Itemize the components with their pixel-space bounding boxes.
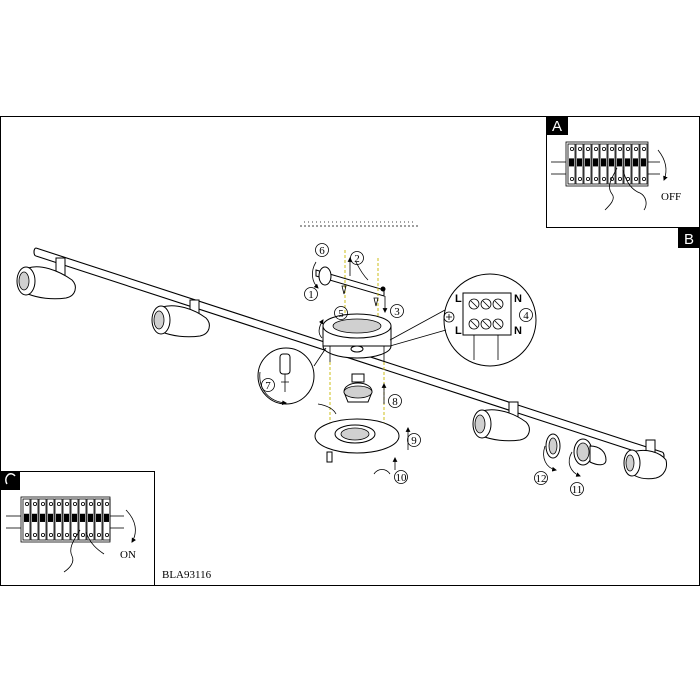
terminal-screw (480, 298, 492, 310)
breaker-box-off (551, 141, 660, 187)
panel-a-tab (546, 116, 568, 135)
svg-text:8: 8 (392, 396, 398, 408)
terminal-block-zoom: L N L N (389, 273, 537, 367)
terminal-label-n-bottom: N (514, 325, 522, 337)
callout-1: 1 (304, 287, 318, 301)
terminal-screw (468, 298, 480, 310)
breaker-module (623, 143, 632, 185)
svg-text:7: 7 (265, 380, 271, 392)
rotate-arrow-icon (657, 149, 668, 181)
spotlight-4 (623, 439, 667, 480)
callout-11: 11 (570, 482, 584, 496)
breaker-module (639, 143, 648, 185)
ceiling-canopy (322, 313, 392, 440)
spotlight-3 (472, 401, 530, 442)
callout-3: 3 (390, 304, 404, 318)
callout-6: 6 (315, 243, 329, 257)
assembly-arrows (312, 257, 411, 475)
callout-10: 10 (394, 470, 408, 484)
terminal-screw (468, 318, 480, 330)
panel-a-tab-label: A (552, 118, 562, 135)
terminal-screw (492, 318, 504, 330)
switch-off-label: OFF (661, 191, 681, 203)
breaker-module (62, 498, 71, 541)
model-code: BLA93116 (162, 569, 212, 581)
svg-text:10: 10 (396, 472, 408, 484)
panel-b-tab (678, 228, 700, 248)
panel-b-tab-label: B (684, 231, 694, 248)
hand-icon (604, 167, 647, 211)
callout-5: 5 (334, 306, 348, 320)
svg-text:9: 9 (411, 435, 417, 447)
breaker-module (30, 498, 39, 541)
ceiling-surface (300, 221, 420, 227)
callout-4: 4 (519, 308, 533, 322)
callout-7: 7 (261, 378, 275, 392)
breaker-module (583, 143, 592, 185)
breaker-module (102, 498, 111, 541)
wire-detail (257, 347, 327, 406)
breaker-module (78, 498, 87, 541)
svg-text:1: 1 (308, 289, 314, 301)
panel-c-frame (0, 471, 155, 586)
breaker-module (94, 498, 103, 541)
hand-icon-c (63, 529, 105, 573)
terminal-label-l-top: L (455, 293, 462, 305)
breaker-module (22, 498, 31, 541)
rotate-arrow-icon-c (125, 509, 137, 543)
terminal-screw (492, 298, 504, 310)
decor-ring (314, 418, 400, 463)
breaker-module (46, 498, 55, 541)
breaker-module (70, 498, 79, 541)
breaker-module (38, 498, 47, 541)
breaker-module (631, 143, 640, 185)
spotlight-1 (16, 257, 76, 300)
breaker-module (86, 498, 95, 541)
breaker-module (591, 143, 600, 185)
breaker-module (575, 143, 584, 185)
svg-text:11: 11 (572, 484, 583, 496)
panel-c: ON (0, 471, 155, 586)
terminal-label-l-bottom: L (455, 325, 462, 337)
svg-text:3: 3 (394, 306, 400, 318)
callout-12: 12 (534, 471, 548, 485)
panel-a: A OFF (546, 116, 700, 228)
gu10-bulb (343, 373, 373, 403)
callout-9: 9 (407, 433, 421, 447)
callout-8: 8 (388, 394, 402, 408)
breaker-module (615, 143, 624, 185)
terminal-screw (480, 318, 492, 330)
breaker-module (599, 143, 608, 185)
svg-text:4: 4 (523, 310, 529, 322)
breaker-module (54, 498, 63, 541)
callout-2: 2 (350, 251, 364, 265)
panel-c-tab-mark (5, 473, 16, 485)
breaker-module (567, 143, 576, 185)
lens-parts (543, 433, 607, 477)
switch-on-label: ON (120, 549, 136, 561)
svg-text:6: 6 (319, 245, 325, 257)
breaker-box-on (6, 496, 124, 543)
svg-text:2: 2 (354, 253, 360, 265)
terminal-label-n-top: N (514, 293, 522, 305)
svg-text:12: 12 (536, 473, 547, 485)
svg-text:5: 5 (338, 308, 344, 320)
spotlight-2 (151, 299, 210, 338)
